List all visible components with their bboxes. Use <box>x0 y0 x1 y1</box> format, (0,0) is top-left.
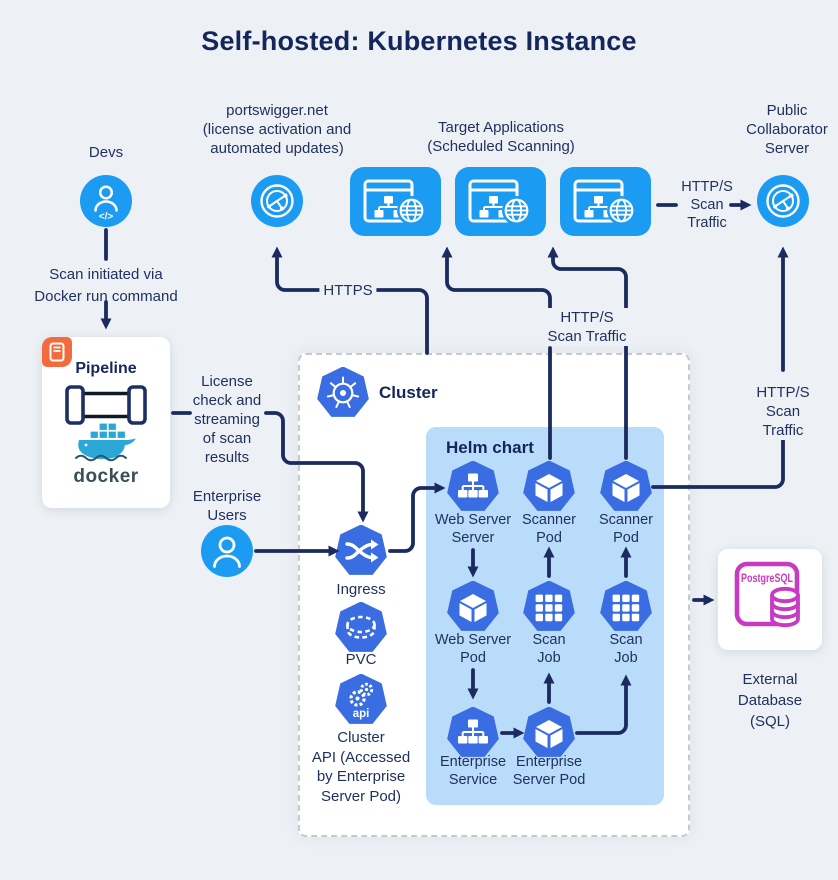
target-app-icon <box>560 167 651 236</box>
enterprise-server-pod-label: Enterprise Server Pod <box>512 754 586 788</box>
scan-job-2-icon <box>600 580 652 633</box>
postgresql-icon: PostgreSQL <box>734 561 800 628</box>
docker-whale-icon <box>73 422 139 473</box>
enterprise-service-label: Enterprise Service <box>439 754 507 788</box>
scanner-pod-2-icon <box>600 460 652 513</box>
page-title: Self-hosted: Kubernetes Instance <box>201 26 637 56</box>
pipeline-doc-icon <box>42 337 72 367</box>
enterprise-service-icon <box>447 706 499 759</box>
cluster-api-icon: api <box>335 673 387 726</box>
target-apps-label: Target Applications (Scheduled Scanning) <box>427 119 575 155</box>
scanner-pod-1-label: Scanner Pod <box>521 512 577 546</box>
scanner-pod-1-icon <box>523 460 575 513</box>
pipeline-icon <box>64 382 148 433</box>
helm-chart-title: Helm chart <box>446 438 534 457</box>
scan-traffic-top-label: HTTP/S Scan Traffic <box>681 179 733 231</box>
target-app-icon <box>455 167 546 236</box>
web-server-pod-label: Web Server Pod <box>434 632 512 666</box>
postgresql-text: PostgreSQL <box>741 571 793 585</box>
web-server-server-icon <box>447 460 499 513</box>
license-check-label: License check and streaming of scan resu… <box>192 373 262 466</box>
ingress-label: Ingress <box>336 581 386 598</box>
cluster-title: Cluster <box>379 383 438 402</box>
scan-job-1-icon <box>523 580 575 633</box>
cluster-api-label: Cluster API (Accessed by Enterprise Serv… <box>311 729 411 805</box>
scan-traffic-mid-label: HTTP/S Scan Traffic <box>543 308 631 346</box>
scan-job-1-label: Scan Job <box>532 632 566 666</box>
external-db-card: PostgreSQL <box>718 549 822 650</box>
pvc-icon <box>335 601 387 654</box>
target-app-icon <box>350 167 441 236</box>
collaborator-label: Public Collaborator Server <box>746 102 828 157</box>
svg-text:</>: </> <box>99 212 114 223</box>
enterprise-users-icon <box>201 525 253 577</box>
devs-icon: </> <box>80 175 132 227</box>
wire-https-left <box>271 246 324 292</box>
wire-scanpod1-up-b <box>441 246 552 312</box>
scan-job-2-label: Scan Job <box>609 632 643 666</box>
devs-label: Devs <box>88 144 124 161</box>
wire-https-right <box>375 288 429 355</box>
api-text: api <box>353 708 370 720</box>
scan-initiated-label: Scan initiated via Docker run command <box>34 266 178 305</box>
portswigger-globe-icon <box>251 175 303 227</box>
pvc-label: PVC <box>345 651 377 668</box>
enterprise-server-pod-icon <box>523 706 575 759</box>
scan-traffic-right-label: HTTP/S Scan Traffic <box>752 383 814 440</box>
portswigger-label: portswigger.net (license activation and … <box>202 102 352 157</box>
docker-wordmark: docker <box>73 466 139 487</box>
collaborator-globe-icon <box>757 175 809 227</box>
scanner-pod-2-label: Scanner Pod <box>598 512 654 546</box>
https-label: HTTPS <box>319 281 377 300</box>
kubernetes-logo-icon <box>317 366 369 419</box>
enterprise-users-label: Enterprise Users <box>192 488 262 524</box>
web-server-pod-icon <box>447 580 499 633</box>
ingress-icon <box>335 524 387 577</box>
web-server-server-label: Web Server Server <box>434 512 512 546</box>
external-db-label: External Database (SQL) <box>737 671 803 730</box>
pipeline-title: Pipeline <box>75 360 137 377</box>
